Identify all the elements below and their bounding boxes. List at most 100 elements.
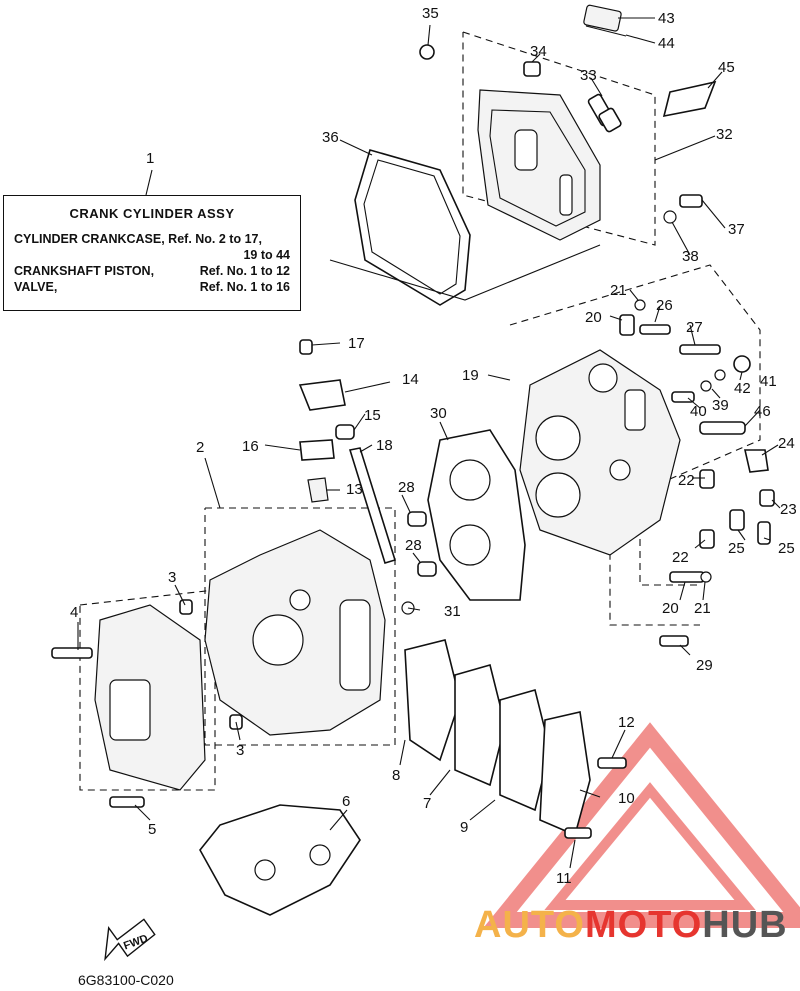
callout-23: 23 [780,501,797,518]
callout-25-right: 25 [778,540,795,557]
cylinder-head-gasket-30 [427,429,526,601]
callout-21-upper: 21 [610,282,627,299]
callout-3-upper: 3 [168,569,176,586]
callout-10: 10 [618,790,635,807]
thermostat-cover-14 [298,379,346,411]
watermark-brand: AUTOMOTOHUB [474,904,788,947]
cover-10 [539,711,591,837]
info-row: CYLINDER CRANKCASE, Ref. No. 2 to 17, [4,231,300,247]
callout-27: 27 [686,319,703,336]
callout-22-upper: 22 [678,472,695,489]
callout-36: 36 [322,129,339,146]
joint-22-upper [699,469,715,489]
plate-7 [454,664,506,787]
callout-7: 7 [423,795,431,812]
gasket-8 [404,639,461,762]
callout-19: 19 [462,367,479,384]
callout-9: 9 [460,819,468,836]
filler-cap-43 [583,4,622,32]
bolt-40 [671,391,695,403]
fwd-arrow-icon: FWD [104,918,156,962]
callout-3-lower: 3 [236,742,244,759]
pipe-20-upper [619,314,635,336]
info-row: 19 to 44 [4,247,300,263]
callout-6: 6 [342,793,350,810]
callout-33: 33 [580,67,597,84]
bolt-26 [639,324,671,335]
plug-41 [733,355,751,373]
callout-16: 16 [242,438,259,455]
bolt-37 [679,194,703,208]
callout-29: 29 [696,657,713,674]
info-row: CRANKSHAFT PISTON, Ref. No. 1 to 12 [4,263,300,279]
callout-18: 18 [376,437,393,454]
callout-13: 13 [346,481,363,498]
callout-35: 35 [422,5,439,22]
callout-1: 1 [146,150,154,167]
info-row-left: CYLINDER CRANKCASE, Ref. No. 2 to 17, [14,232,262,246]
bolt-4 [51,647,93,659]
bolt-11 [564,827,592,839]
plate-45 [662,80,717,118]
info-row: VALVE, Ref. No. 1 to 16 [4,279,300,295]
callout-44: 44 [658,35,675,52]
pipe-25-left [729,509,745,531]
callout-24: 24 [778,435,795,452]
dowel-pin-3-upper [179,599,193,615]
plug-34 [523,61,541,77]
callout-45: 45 [718,59,735,76]
callout-28-upper: 28 [398,479,415,496]
hose-18 [348,447,397,564]
info-row-left: VALVE, [14,280,58,294]
callout-2: 2 [196,439,204,456]
pipe-25-right [757,521,771,545]
brand-part-moto: MOTO [584,904,703,946]
bolt-12 [597,757,627,769]
callout-15: 15 [364,407,381,424]
bolt-5 [109,796,145,808]
callout-30: 30 [430,405,447,422]
washer-38 [663,210,677,224]
callout-17: 17 [348,335,365,352]
callout-numbers: 1 2 3 3 4 5 6 7 8 9 10 11 12 13 14 15 16… [70,5,797,887]
callout-28-lower: 28 [405,537,422,554]
gasket-6 [199,804,361,916]
washer-39 [700,380,712,392]
callout-26: 26 [656,297,673,314]
callout-37: 37 [728,221,745,238]
info-row-left: CRANKSHAFT PISTON, [14,264,155,278]
clip-21-upper [634,299,646,311]
sensor-46 [699,421,746,435]
cylinder-head-outline [509,264,761,626]
callout-11: 11 [556,870,572,887]
callout-43: 43 [658,10,675,27]
callout-12: 12 [618,714,635,731]
bolt-17 [299,339,313,355]
callout-38: 38 [682,248,699,265]
callout-5: 5 [148,821,156,838]
brand-part-auto: AUTO [474,904,585,946]
leader-lines [77,17,781,869]
pipe-20-lower [669,571,705,583]
info-row-right: Ref. No. 1 to 12 [199,264,290,278]
info-row-right: Ref. No. 1 to 16 [199,280,290,294]
callout-20-lower: 20 [662,600,679,617]
dowel-pin-28-upper [407,511,427,527]
cylinder-head-cover-outline [462,31,656,246]
info-row-right: 19 to 44 [243,248,290,262]
callout-41: 41 [760,373,777,390]
info-box-title: CRANK CYLINDER ASSY [69,206,235,221]
crankcase-outline [204,507,396,746]
bolt-29 [659,635,689,647]
callout-42: 42 [734,380,751,397]
bolt-27 [679,344,721,355]
clip-21-lower [700,571,712,583]
gasket-16 [299,439,335,461]
callout-14: 14 [402,371,419,388]
callout-21-lower: 21 [694,600,711,617]
callout-39: 39 [712,397,729,414]
callout-46: 46 [754,403,771,420]
diagram-code: 6G83100-C020 [78,972,174,988]
thermostat-13 [307,477,329,503]
